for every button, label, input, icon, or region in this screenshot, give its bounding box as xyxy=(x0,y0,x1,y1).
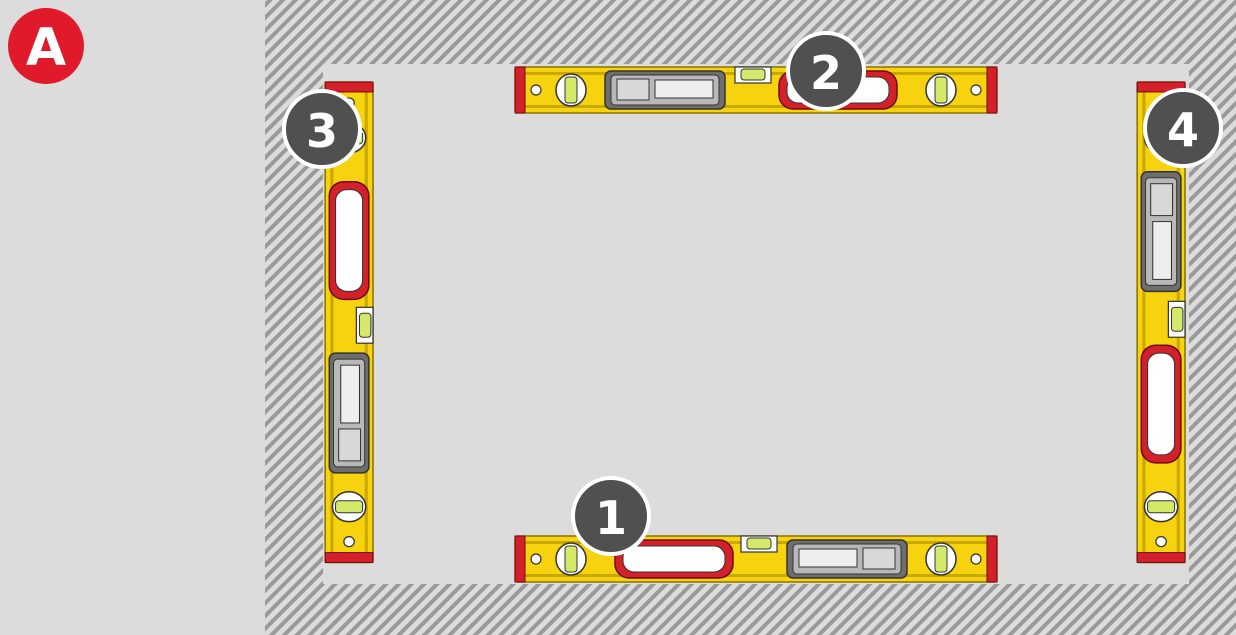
step-badge-3: 3 xyxy=(284,91,360,167)
step-badge-4-label: 4 xyxy=(1167,103,1199,157)
panel-label: A xyxy=(26,18,66,78)
level-top xyxy=(515,67,997,113)
panel-badge: A xyxy=(8,8,84,84)
step-badge-3-label: 3 xyxy=(306,104,338,158)
step-badge-2-label: 2 xyxy=(810,46,842,100)
step-badge-1: 1 xyxy=(573,478,649,554)
step-badge-4: 4 xyxy=(1145,90,1221,166)
step-badge-2: 2 xyxy=(788,33,864,109)
step-badge-1-label: 1 xyxy=(595,491,627,545)
